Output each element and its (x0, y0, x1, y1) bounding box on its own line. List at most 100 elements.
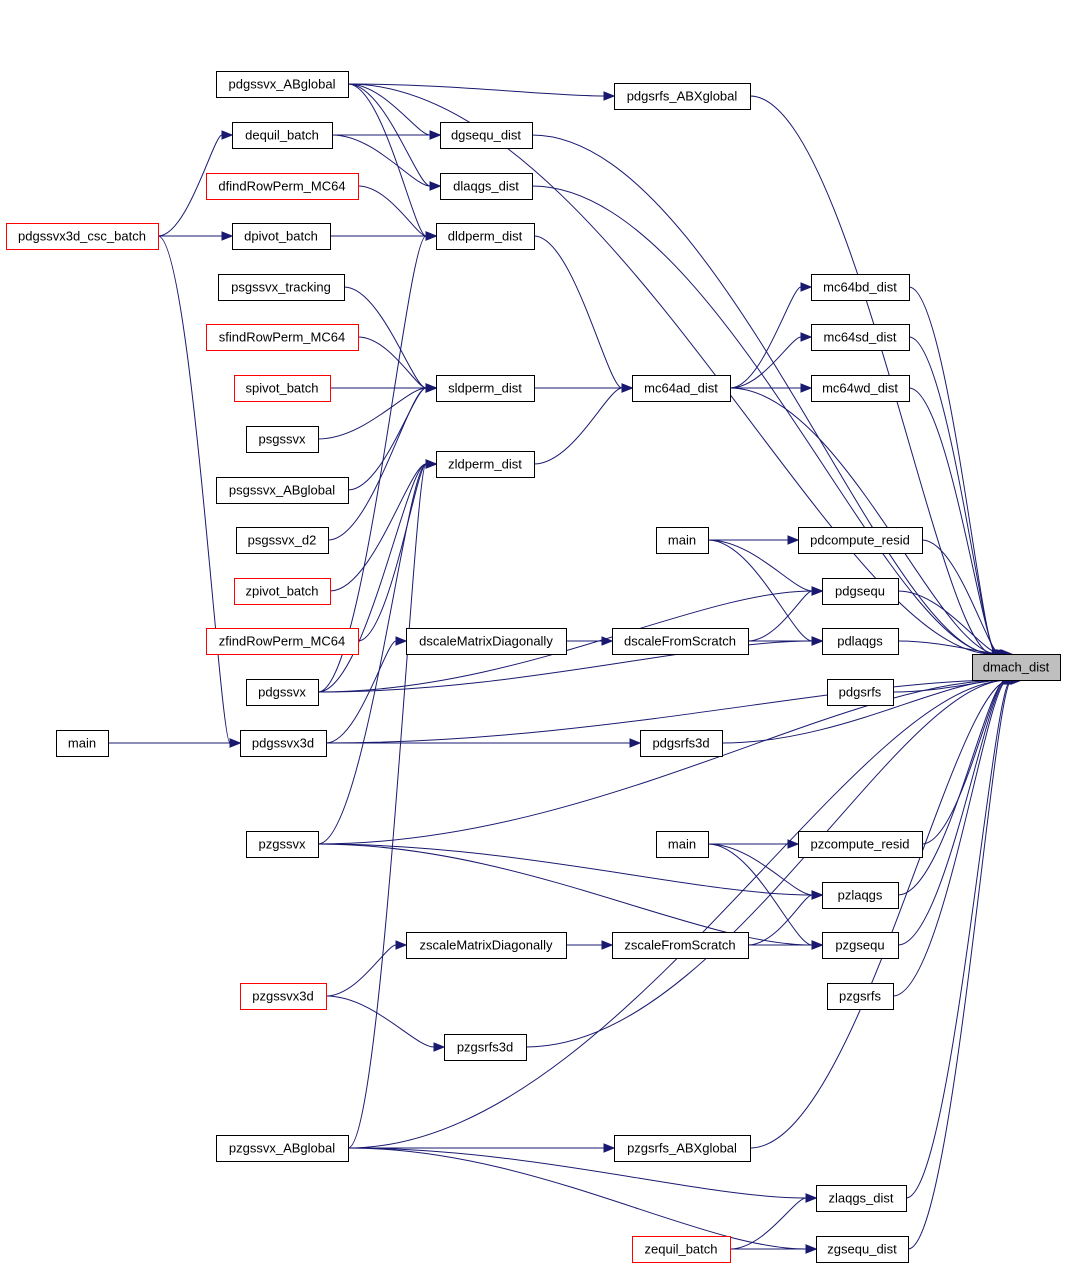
edge-pzgssvx-to-pzlaqgs (317, 843, 813, 896)
node-label: pdgsrfs (839, 685, 882, 700)
node-pdgsrfs3d[interactable]: pdgsrfs3d (640, 730, 723, 757)
edge-psgssvx_ABglobal-to-sldperm_dist (347, 387, 427, 491)
node-label: dscaleFromScratch (624, 634, 736, 649)
edge-pzgssvx3d-to-pzgsrfs3d (325, 995, 435, 1048)
edge-mc64ad_dist-to-mc64sd_dist (729, 336, 802, 389)
node-pdgssvx3d_csc_batch[interactable]: pdgssvx3d_csc_batch (6, 223, 159, 250)
node-zscaleMatrixDiagonally[interactable]: zscaleMatrixDiagonally (406, 932, 567, 959)
node-pdgssvx3d[interactable]: pdgssvx3d (240, 730, 327, 757)
edge-dldperm_dist-to-mc64ad_dist (533, 235, 623, 389)
arrowhead-pdgssvx3d-to-pdgsrfs3d (629, 738, 642, 748)
edge-pzgssvx_ABglobal-to-dmach_dist (347, 679, 1011, 1149)
node-pzgsrfs_ABXglobal[interactable]: pzgsrfs_ABXglobal (614, 1135, 751, 1162)
node-pzlaqgs[interactable]: pzlaqgs (822, 882, 899, 909)
node-pdlaqgs[interactable]: pdlaqgs (822, 628, 899, 655)
node-dpivot_batch[interactable]: dpivot_batch (232, 223, 331, 250)
edge-pzgssvx-to-pzgsequ (317, 843, 813, 946)
node-box (56, 730, 109, 757)
node-pdgsrfs_ABXglobal[interactable]: pdgsrfs_ABXglobal (614, 83, 751, 110)
node-dgsequ_dist[interactable]: dgsequ_dist (440, 122, 533, 149)
node-sfindRowPerm_MC64[interactable]: sfindRowPerm_MC64 (206, 324, 359, 351)
node-pzgsequ[interactable]: pzgsequ (822, 932, 899, 959)
node-zgsequ_dist[interactable]: zgsequ_dist (816, 1236, 909, 1263)
node-box (216, 1135, 349, 1162)
node-dscaleMatrixDiagonally[interactable]: dscaleMatrixDiagonally (406, 628, 567, 655)
node-label: pzgssvx3d (252, 989, 313, 1004)
node-psgssvx[interactable]: psgssvx (246, 426, 319, 453)
edge-pdgssvx-to-pdlaqgs (317, 640, 813, 693)
node-box (236, 527, 329, 554)
node-label: zscaleFromScratch (624, 938, 735, 953)
node-dldperm_dist[interactable]: dldperm_dist (436, 223, 535, 250)
node-zlaqgs_dist[interactable]: zlaqgs_dist (816, 1185, 907, 1212)
node-zfindRowPerm_MC64[interactable]: zfindRowPerm_MC64 (206, 628, 359, 655)
node-dfindRowPerm_MC64[interactable]: dfindRowPerm_MC64 (206, 173, 359, 200)
node-pzgsrfs3d[interactable]: pzgsrfs3d (444, 1034, 527, 1061)
node-dmach_dist[interactable]: dmach_dist (972, 654, 1061, 681)
node-pzgsrfs[interactable]: pzgsrfs (827, 983, 894, 1010)
node-label: dgsequ_dist (451, 128, 521, 143)
node-dlaqgs_dist[interactable]: dlaqgs_dist (440, 173, 533, 200)
node-label: pdcompute_resid (810, 533, 910, 548)
node-psgssvx_ABglobal[interactable]: psgssvx_ABglobal (216, 477, 349, 504)
arrowhead-pdgssvx-to-dldperm_dist (425, 231, 438, 241)
node-pzgssvx3d[interactable]: pzgssvx3d (240, 983, 327, 1010)
edge-psgssvx_tracking-to-sldperm_dist (343, 286, 427, 389)
edge-dfindRowPerm_MC64-to-dldperm_dist (357, 185, 427, 237)
node-label: dscaleMatrixDiagonally (419, 634, 553, 649)
node-pdgsequ[interactable]: pdgsequ (822, 578, 899, 605)
edge-pzgsrfs3d-to-dmach_dist (525, 679, 1009, 1048)
node-mc64bd_dist[interactable]: mc64bd_dist (811, 274, 910, 301)
node-label: dfindRowPerm_MC64 (218, 179, 345, 194)
node-label: zequil_batch (645, 1242, 718, 1257)
node-pdcompute_resid[interactable]: pdcompute_resid (798, 527, 923, 554)
edge-psgssvx_d2-to-sldperm_dist (327, 387, 427, 541)
node-psgssvx_d2[interactable]: psgssvx_d2 (236, 527, 329, 554)
node-main_2[interactable]: main (656, 831, 709, 858)
node-zpivot_batch[interactable]: zpivot_batch (234, 578, 331, 605)
node-mc64ad_dist[interactable]: mc64ad_dist (632, 375, 731, 402)
node-main_1[interactable]: main (656, 527, 709, 554)
node-pzgssvx[interactable]: pzgssvx (246, 831, 319, 858)
arrowhead-dscaleFromScratch-to-pdlaqgs (811, 636, 824, 646)
arrowhead-pdgssvx_ABglobal-to-pdgsrfs_ABXglobal (603, 91, 616, 101)
edge-pdgssvx3d_csc_batch-to-dequil_batch (157, 134, 223, 237)
node-pdgssvx_ABglobal[interactable]: pdgssvx_ABglobal (216, 71, 349, 98)
node-main_left[interactable]: main (56, 730, 109, 757)
edge-pzgssvx-to-zldperm_dist (317, 463, 427, 845)
node-dscaleFromScratch[interactable]: dscaleFromScratch (612, 628, 749, 655)
node-zequil_batch[interactable]: zequil_batch (632, 1236, 731, 1263)
node-label: zldperm_dist (448, 457, 522, 472)
arrowhead-zscaleFromScratch-to-pzgsequ (811, 940, 824, 950)
node-zldperm_dist[interactable]: zldperm_dist (436, 451, 535, 478)
node-pzcompute_resid[interactable]: pzcompute_resid (798, 831, 923, 858)
node-pdgsrfs[interactable]: pdgsrfs (827, 679, 894, 706)
node-label: zlaqgs_dist (828, 1191, 893, 1206)
node-label: mc64bd_dist (823, 280, 897, 295)
node-sldperm_dist[interactable]: sldperm_dist (436, 375, 535, 402)
edge-pzgsrfs_ABXglobal-to-dmach_dist (749, 679, 1011, 1149)
arrowhead-zldperm_dist-to-mc64ad_dist (621, 383, 634, 393)
node-label: dequil_batch (245, 128, 319, 143)
node-label: dmach_dist (983, 660, 1050, 675)
node-zscaleFromScratch[interactable]: zscaleFromScratch (612, 932, 749, 959)
node-spivot_batch[interactable]: spivot_batch (234, 375, 331, 402)
node-box (406, 932, 567, 959)
node-box (656, 831, 709, 858)
edge-zgsequ_dist-to-dmach_dist (907, 679, 1013, 1250)
node-box (612, 628, 749, 655)
node-psgssvx_tracking[interactable]: psgssvx_tracking (218, 274, 345, 301)
node-box (440, 122, 533, 149)
node-label: pzgssvx_ABglobal (229, 1141, 335, 1156)
node-label: pzgsrfs_ABXglobal (627, 1141, 737, 1156)
edge-dlaqgs_dist-to-dmach_dist (531, 185, 994, 655)
node-label: sfindRowPerm_MC64 (219, 330, 345, 345)
node-dequil_batch[interactable]: dequil_batch (232, 122, 333, 149)
node-mc64sd_dist[interactable]: mc64sd_dist (811, 324, 910, 351)
node-box (234, 578, 331, 605)
node-pzgssvx_ABglobal[interactable]: pzgssvx_ABglobal (216, 1135, 349, 1162)
node-box (216, 477, 349, 504)
node-pdgssvx[interactable]: pdgssvx (246, 679, 319, 706)
node-mc64wd_dist[interactable]: mc64wd_dist (811, 375, 910, 402)
